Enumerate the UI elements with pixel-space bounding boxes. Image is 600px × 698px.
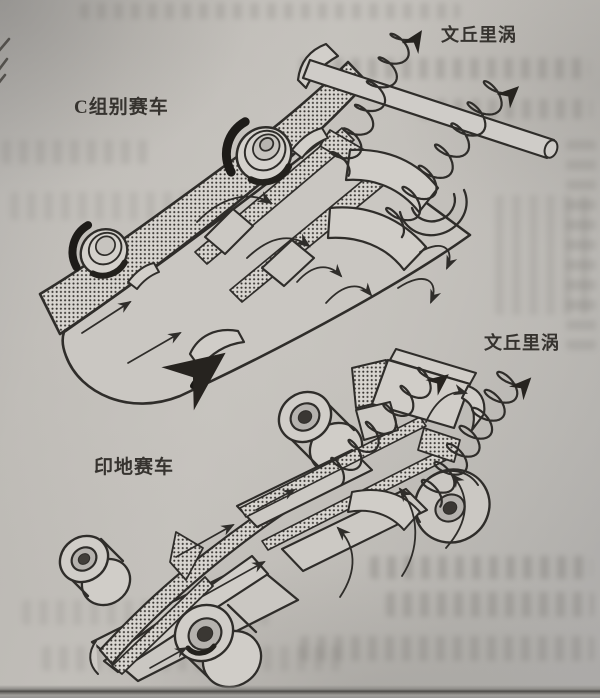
wheel xyxy=(221,117,293,186)
airflow-arrow-icon xyxy=(149,647,188,669)
airflow-arrow-icon xyxy=(127,331,182,364)
airflow-arrow-icon xyxy=(425,384,469,423)
page-bottom-edge xyxy=(0,685,600,698)
vortex-spiral-icon xyxy=(330,30,422,177)
venturi-vortex-label: 文丘里涡 xyxy=(441,25,517,45)
wheel xyxy=(413,468,491,544)
diffuser-ramp xyxy=(326,206,428,272)
vortex-spiral-icon xyxy=(330,366,449,487)
venturi-tunnel-inlet xyxy=(203,207,255,256)
airflow-arrow-icon xyxy=(419,245,458,270)
rear-wing-duct xyxy=(355,401,399,441)
venturi-vortex-label: 文丘里涡 xyxy=(484,333,560,353)
indy-car-label: 印地赛车 xyxy=(94,457,175,478)
airflow-arrow-icon xyxy=(397,278,442,304)
vortex-spiral-icon xyxy=(420,370,532,508)
wheel xyxy=(58,534,132,607)
airflow-arrow-icon xyxy=(175,524,235,558)
airflow-arrow-icon xyxy=(246,233,311,259)
airflow-arrow-icon xyxy=(81,300,132,334)
airflow-arrow-icon xyxy=(296,263,343,283)
car-body-band xyxy=(111,576,214,675)
airflow-arrow-icon xyxy=(336,526,354,598)
rear-wing-tip xyxy=(543,139,559,159)
wheel xyxy=(173,603,263,689)
wheel-arch xyxy=(291,127,329,159)
airflow-arrow-icon xyxy=(255,489,296,511)
wheel-arch xyxy=(127,262,160,290)
group-c-car-label: C组别赛车 xyxy=(74,97,169,118)
venturi-tunnel-inlet xyxy=(260,238,316,288)
indy-car-drawing xyxy=(58,348,532,689)
airflow-arrow-icon xyxy=(398,487,417,577)
airflow-arrow-icon xyxy=(445,473,466,549)
vortex-spiral-icon xyxy=(385,80,520,239)
wheel xyxy=(398,188,468,237)
front-wing-endplate xyxy=(89,640,99,675)
group-c-car-drawing xyxy=(38,30,559,411)
page-edge-marks xyxy=(0,37,11,84)
sidepod-front-face xyxy=(169,531,204,581)
wheel xyxy=(68,221,129,279)
venturi-tunnel-wall xyxy=(417,427,461,463)
flow-curl-icon xyxy=(161,352,226,411)
airflow-arrow-icon xyxy=(325,282,373,304)
airflow-arrow-icon xyxy=(196,191,273,223)
airflow-arrow-icon xyxy=(202,561,266,597)
